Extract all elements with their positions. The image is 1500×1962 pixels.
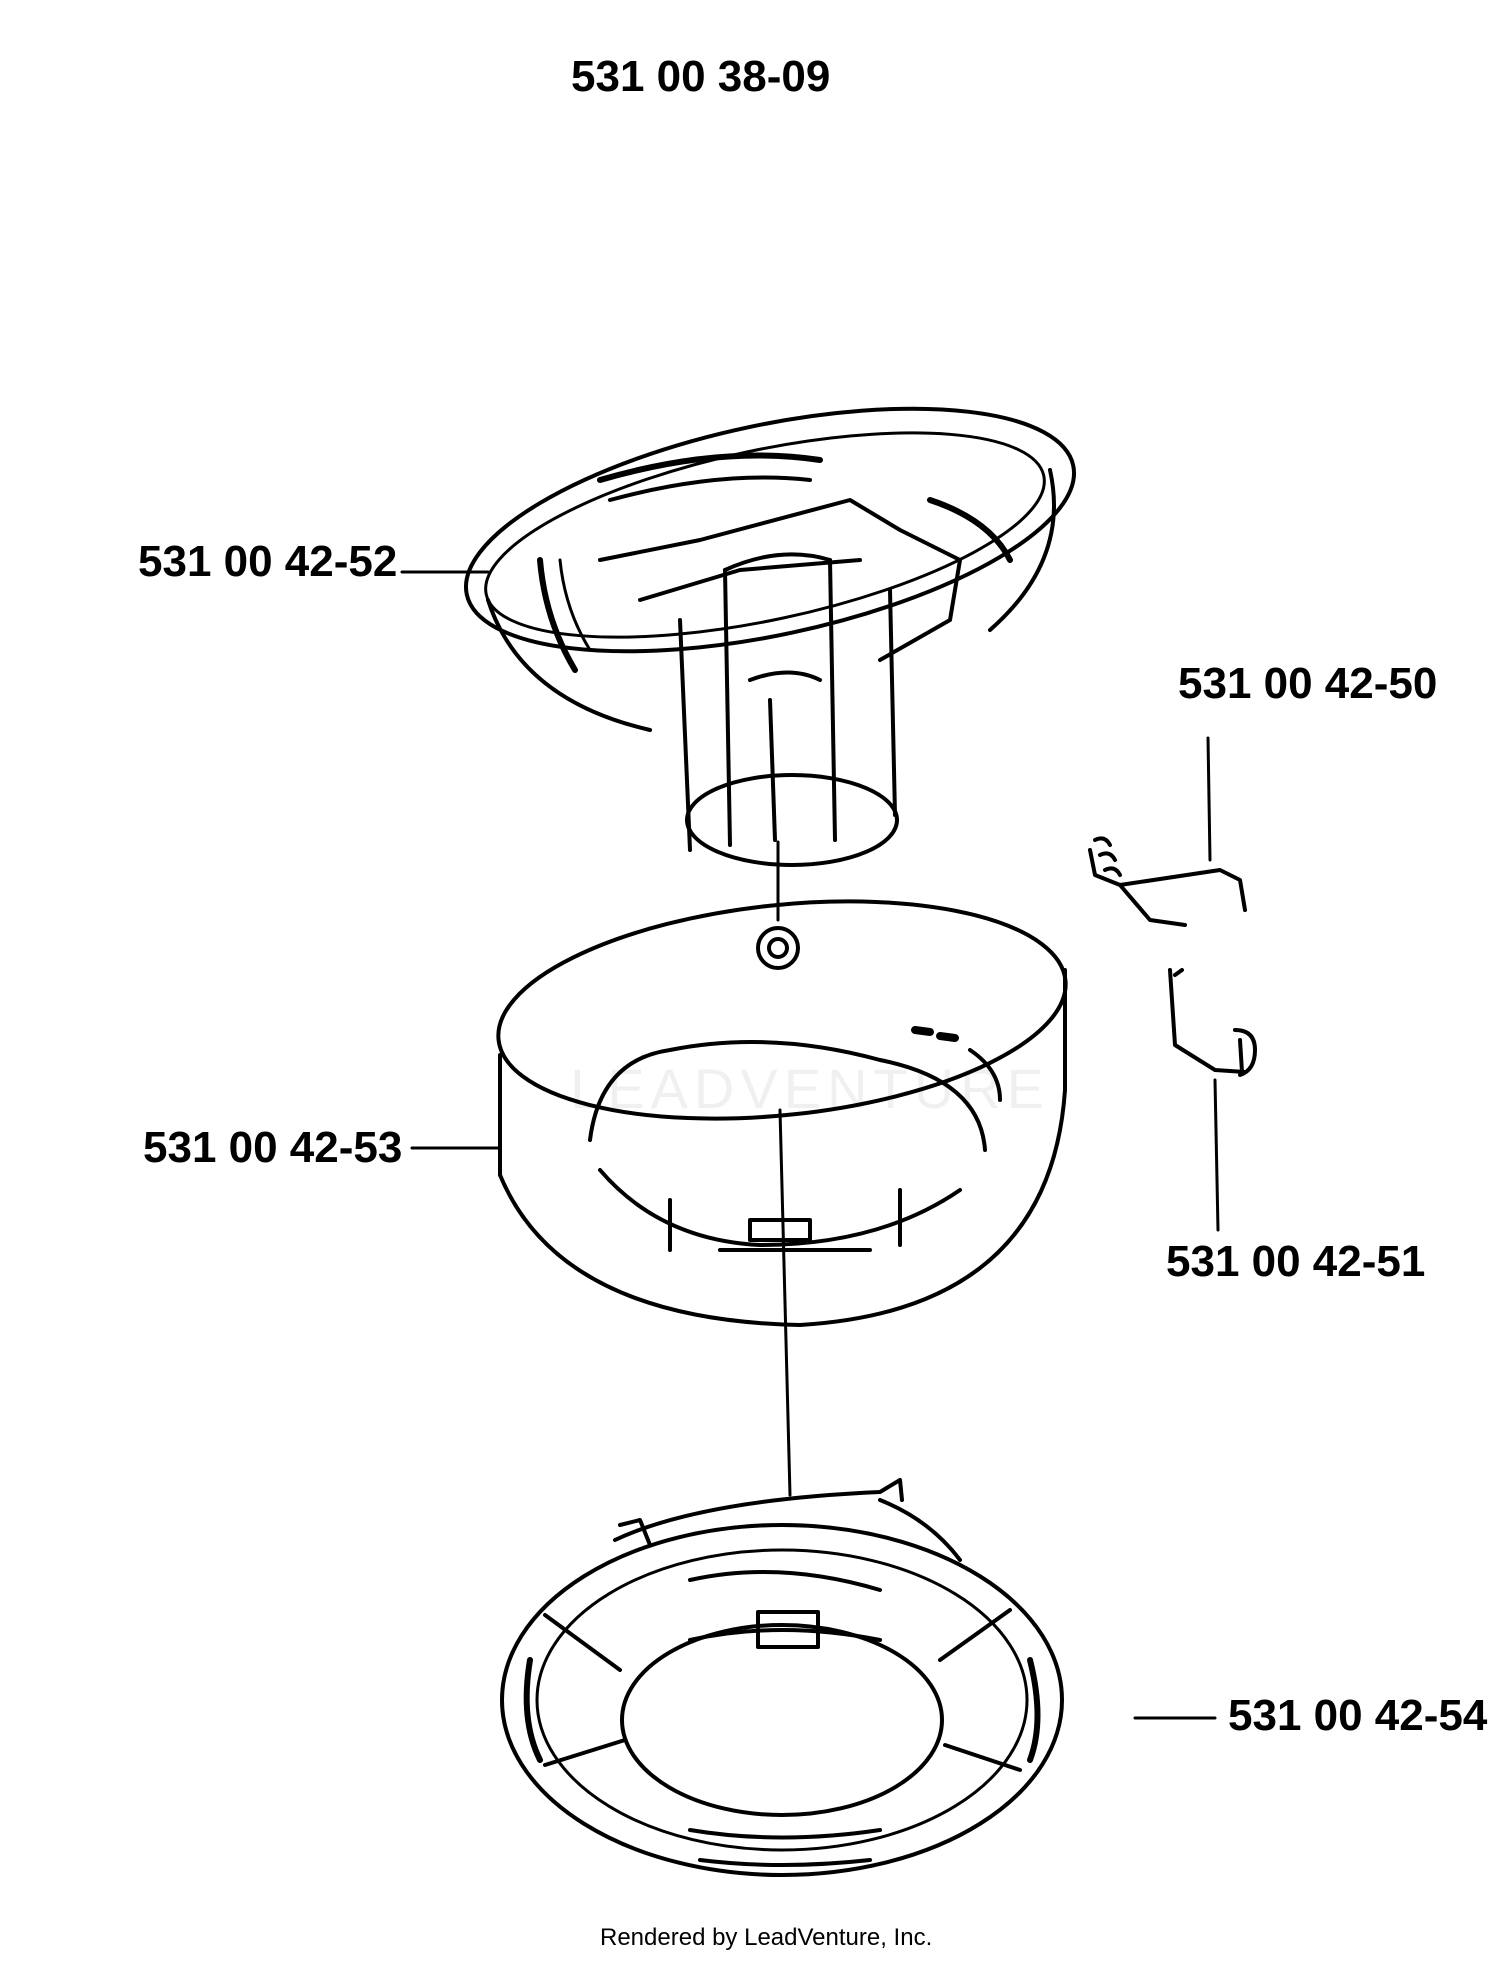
drum-housing-part [496,899,1068,1327]
spool-base-part [500,1478,1064,1877]
clip-part [1168,968,1257,1077]
spring-part [1088,836,1247,927]
footer-credit: Rendered by LeadVenture, Inc. [600,1924,933,1951]
assembly-number: 531 00 38-09 [571,52,831,101]
watermark: LEADVENTURE [570,1057,1050,1120]
part-label-53: 531 00 42-53 [143,1123,403,1172]
spool-cover-part [463,406,1077,867]
part-label-51: 531 00 42-51 [1166,1237,1426,1286]
part-label-52: 531 00 42-52 [138,537,398,586]
part-label-50: 531 00 42-50 [1178,659,1438,708]
part-label-54: 531 00 42-54 [1228,1691,1488,1740]
leader-lines [400,570,1220,1720]
